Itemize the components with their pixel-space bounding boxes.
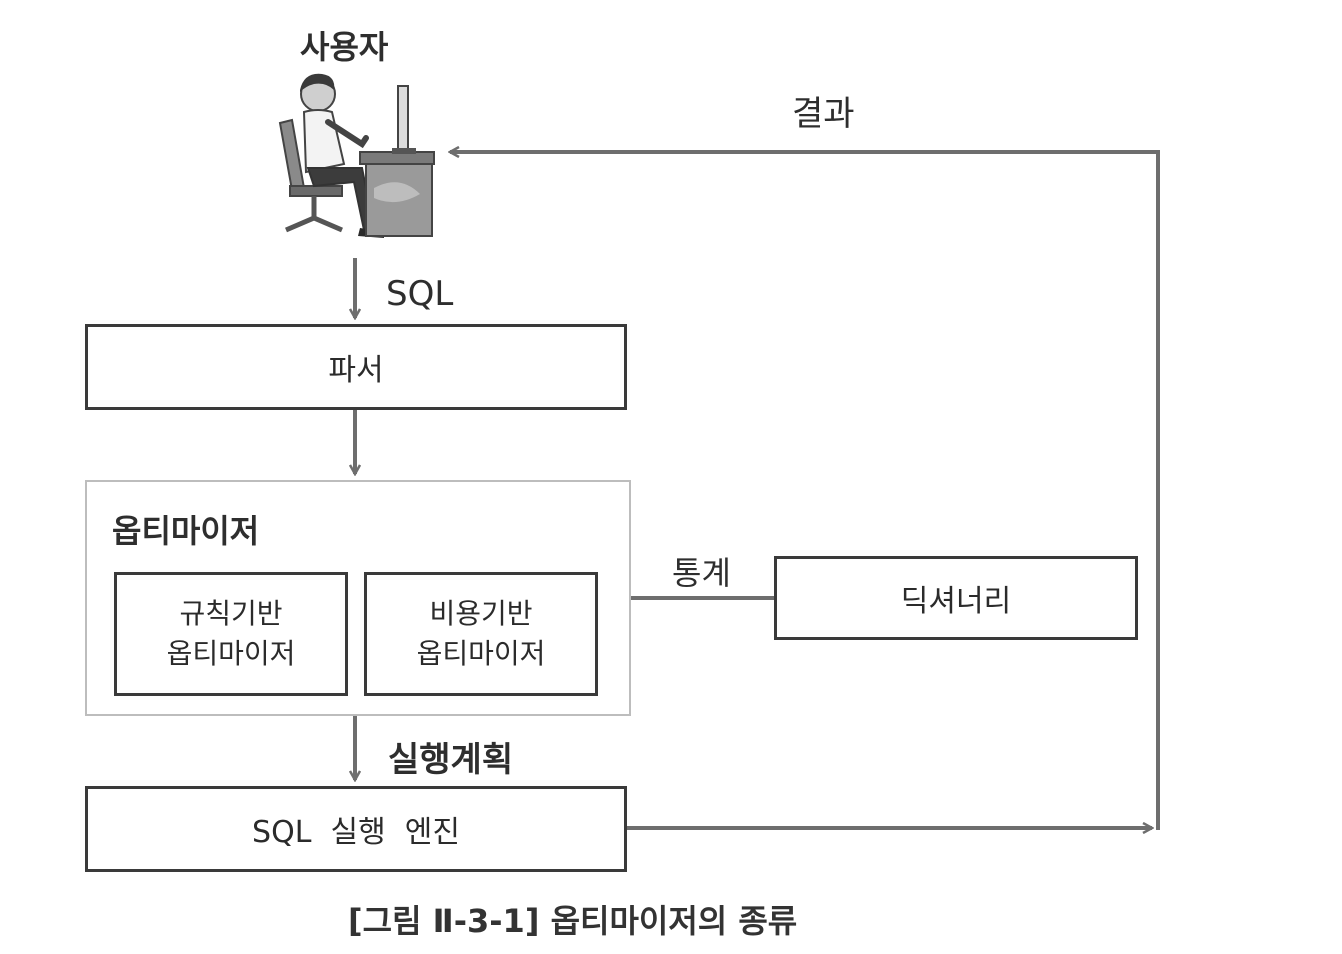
plan-edge-label: 실행계획 xyxy=(388,740,514,780)
parser-label: 파서 xyxy=(328,353,384,388)
rule-based-line-2: 옵티마이저 xyxy=(166,637,296,670)
cost-based-optimizer-box: 비용기반 옵티마이저 xyxy=(364,572,598,696)
optimizer-title: 옵티마이저 xyxy=(112,512,260,550)
sql-execution-engine-box: SQL 실행 엔진 xyxy=(85,786,627,872)
engine-label: SQL 실행 엔진 xyxy=(252,815,460,850)
cost-based-line-1: 비용기반 xyxy=(429,597,533,630)
rule-based-optimizer-box: 규칙기반 옵티마이저 xyxy=(114,572,348,696)
figure-caption: [그림 Ⅱ-3-1] 옵티마이저의 종류 xyxy=(348,902,798,940)
dictionary-box: 딕셔너리 xyxy=(774,556,1138,640)
parser-box: 파서 xyxy=(85,324,627,410)
user-at-computer-icon xyxy=(278,73,435,238)
user-label: 사용자 xyxy=(300,28,389,66)
stats-edge-label: 통계 xyxy=(672,554,731,592)
cost-based-line-2: 옵티마이저 xyxy=(416,637,546,670)
dictionary-label: 딕셔너리 xyxy=(900,584,1012,619)
rule-based-line-1: 규칙기반 xyxy=(179,597,283,630)
sql-edge-label: SQL xyxy=(386,274,454,314)
result-edge-label: 결과 xyxy=(792,94,855,134)
